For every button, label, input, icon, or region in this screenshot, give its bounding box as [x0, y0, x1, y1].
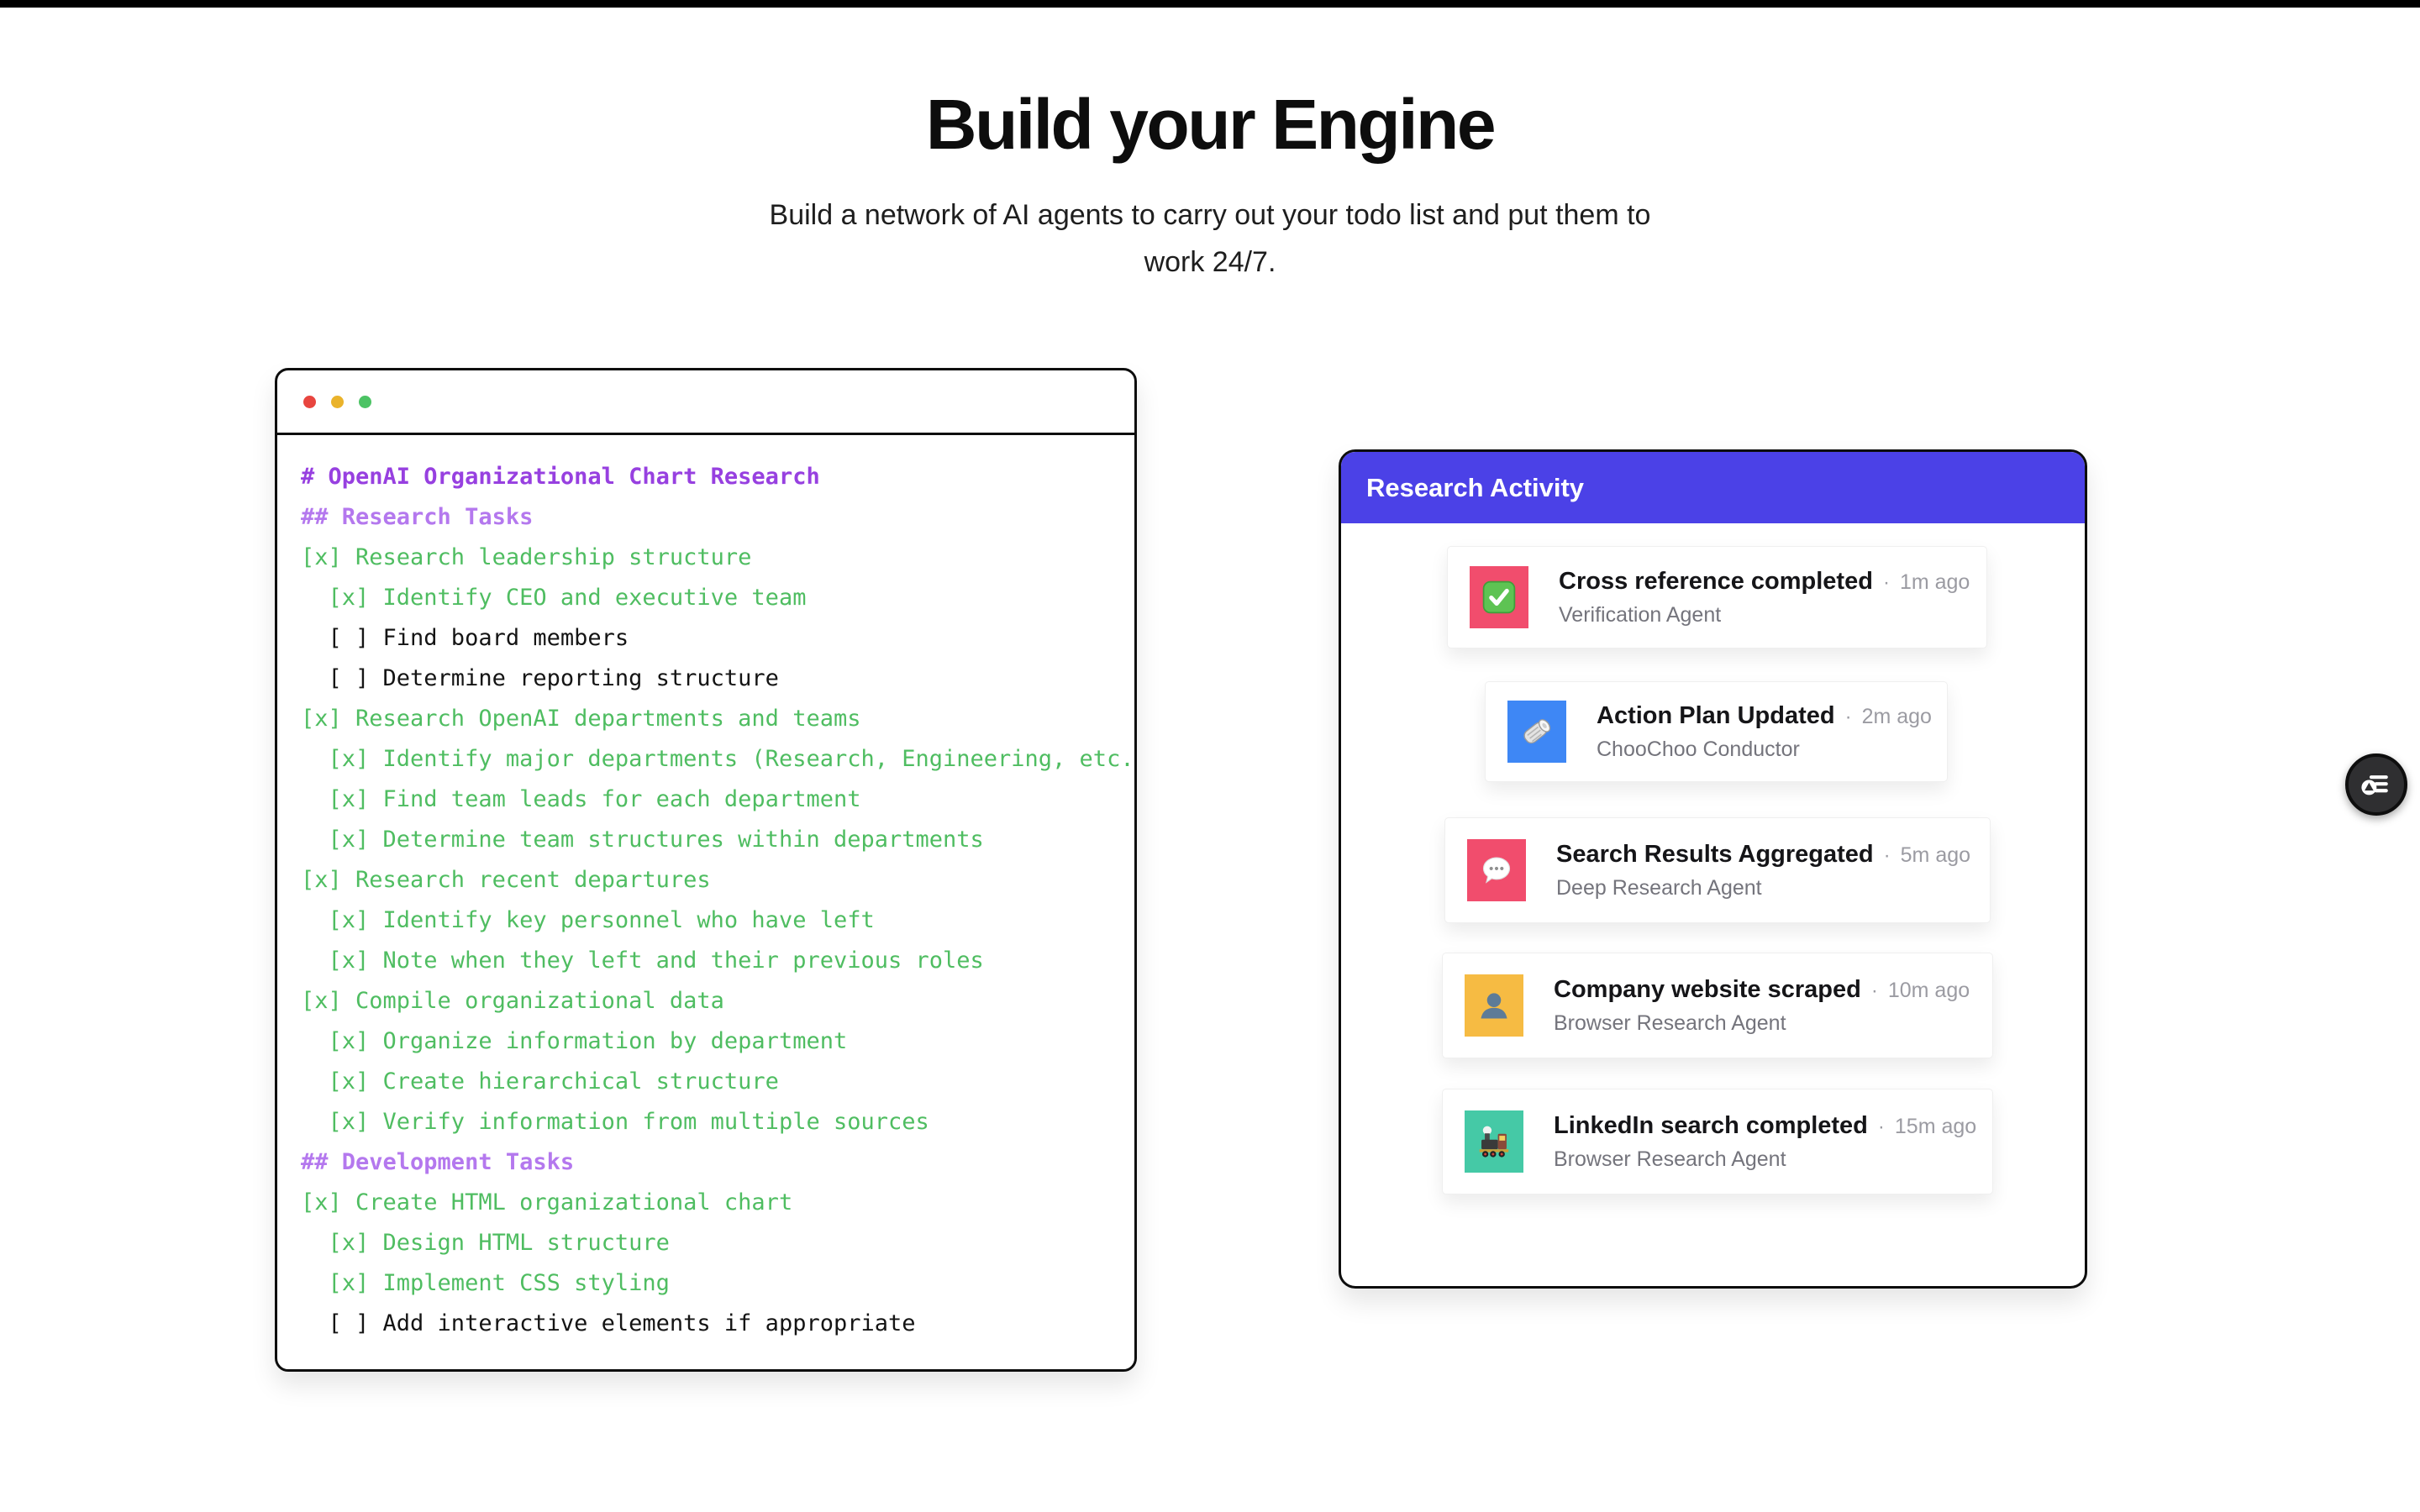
terminal-titlebar [277, 370, 1134, 435]
activity-timestamp: 15m ago [1894, 1114, 1977, 1138]
activity-title: Search Results Aggregated [1556, 840, 1874, 868]
todo-line: [ ] Find board members [301, 625, 629, 651]
terminal-window: # OpenAI Organizational Chart Research ##… [275, 368, 1137, 1372]
todo-line: [x] Create HTML organizational chart [301, 1189, 793, 1215]
todo-line: [x] Design HTML structure [301, 1230, 670, 1256]
activity-separator: · [1877, 1115, 1885, 1138]
todo-line: [ ] Determine reporting structure [301, 665, 779, 691]
zoom-window-dot [359, 395, 371, 408]
todo-line: [x] Organize information by department [301, 1028, 848, 1054]
todo-line: ## Development Tasks [301, 1149, 575, 1175]
activity-agent: ChooChoo Conductor [1597, 737, 1800, 761]
minimize-window-dot [331, 395, 344, 408]
top-divider [0, 0, 2420, 8]
activity-separator: · [1870, 979, 1878, 1002]
activity-text: Action Plan Updated · 2m ago ChooChoo Co… [1597, 702, 1932, 762]
person-icon [1481, 993, 1507, 1019]
todo-line: # OpenAI Organizational Chart Research [301, 464, 820, 490]
task-log-icon [2361, 775, 2388, 795]
activity-text: Cross reference completed · 1m ago Verif… [1559, 568, 1970, 627]
todo-line: [x] Verify information from multiple sou… [301, 1109, 929, 1135]
todo-line: [x] Find team leads for each department [301, 786, 861, 812]
page-subtitle: Build a network of AI agents to carry ou… [0, 192, 2420, 286]
activity-item: Cross reference completed · 1m ago Verif… [1447, 546, 1987, 648]
activity-agent: Deep Research Agent [1556, 875, 1762, 900]
todo-line: [ ] Add interactive elements if appropri… [301, 1310, 916, 1336]
activity-item: Search Results Aggregated · 5m ago Deep … [1444, 817, 1991, 923]
activity-title: Company website scraped [1554, 975, 1861, 1003]
activity-icon-tile [1465, 1110, 1523, 1173]
activity-item: LinkedIn search completed · 15m ago Brow… [1442, 1089, 1993, 1194]
activity-icon-tile [1507, 701, 1566, 763]
newspaper-icon [1523, 719, 1551, 744]
todo-line: [x] Identify CEO and executive team [301, 585, 807, 611]
activity-header-label: Research Activity [1366, 472, 1585, 502]
todo-line: [x] Note when they left and their previo… [301, 948, 984, 974]
activity-agent: Browser Research Agent [1554, 1011, 1786, 1035]
todo-line: ## Research Tasks [301, 504, 534, 530]
activity-timestamp: 5m ago [1900, 843, 1971, 867]
activity-timestamp: 1m ago [1899, 570, 1970, 594]
activity-agent: Browser Research Agent [1554, 1147, 1786, 1171]
activity-separator: · [1883, 843, 1891, 867]
activity-title: LinkedIn search completed [1554, 1111, 1868, 1139]
activity-item: Action Plan Updated · 2m ago ChooChoo Co… [1485, 681, 1948, 782]
activity-separator: · [1844, 705, 1852, 728]
todo-line: [x] Implement CSS styling [301, 1270, 670, 1296]
activity-separator: · [1882, 570, 1890, 594]
activity-text: Company website scraped · 10m ago Browse… [1554, 976, 1970, 1036]
page-subtitle-line1: Build a network of AI agents to carry ou… [769, 199, 1651, 231]
page-title: Build your Engine [925, 85, 1497, 164]
todo-line: [x] Research recent departures [301, 867, 711, 893]
activity-text: Search Results Aggregated · 5m ago Deep … [1556, 841, 1970, 900]
speech-balloon-icon [1482, 857, 1511, 884]
check-mark-icon [1482, 580, 1516, 614]
page-subtitle-line2: work 24/7. [1144, 246, 1276, 278]
activity-icon-tile [1467, 839, 1526, 901]
activity-timestamp: 10m ago [1887, 978, 1970, 1002]
activity-timestamp: 2m ago [1861, 704, 1932, 728]
activity-title: Cross reference completed [1559, 567, 1873, 595]
research-activity-panel: Research Activity Cross reference comple… [1339, 449, 2087, 1289]
todo-line: [x] Identify key personnel who have left [301, 907, 875, 933]
activity-agent: Verification Agent [1559, 602, 1722, 627]
floating-widget-button[interactable] [2345, 753, 2407, 816]
todo-line: [x] Compile organizational data [301, 988, 724, 1014]
todo-line: [x] Create hierarchical structure [301, 1068, 779, 1095]
activity-item: Company website scraped · 10m ago Browse… [1442, 953, 1993, 1058]
activity-icon-tile [1470, 566, 1528, 628]
activity-text: LinkedIn search completed · 15m ago Brow… [1554, 1112, 1976, 1172]
activity-title: Action Plan Updated [1597, 701, 1835, 729]
todo-line: [x] Research OpenAI departments and team… [301, 706, 861, 732]
activity-icon-tile [1465, 974, 1523, 1037]
todo-line: [x] Research leadership structure [301, 544, 752, 570]
todo-line: [x] Determine team structures within dep… [301, 827, 984, 853]
close-window-dot [303, 395, 316, 408]
locomotive-icon [1479, 1126, 1509, 1158]
todo-line: [x] Identify major departments (Research… [301, 746, 1135, 772]
activity-header: Research Activity [1341, 452, 2085, 523]
todo-list: # OpenAI Organizational Chart Research ##… [277, 435, 1134, 1344]
